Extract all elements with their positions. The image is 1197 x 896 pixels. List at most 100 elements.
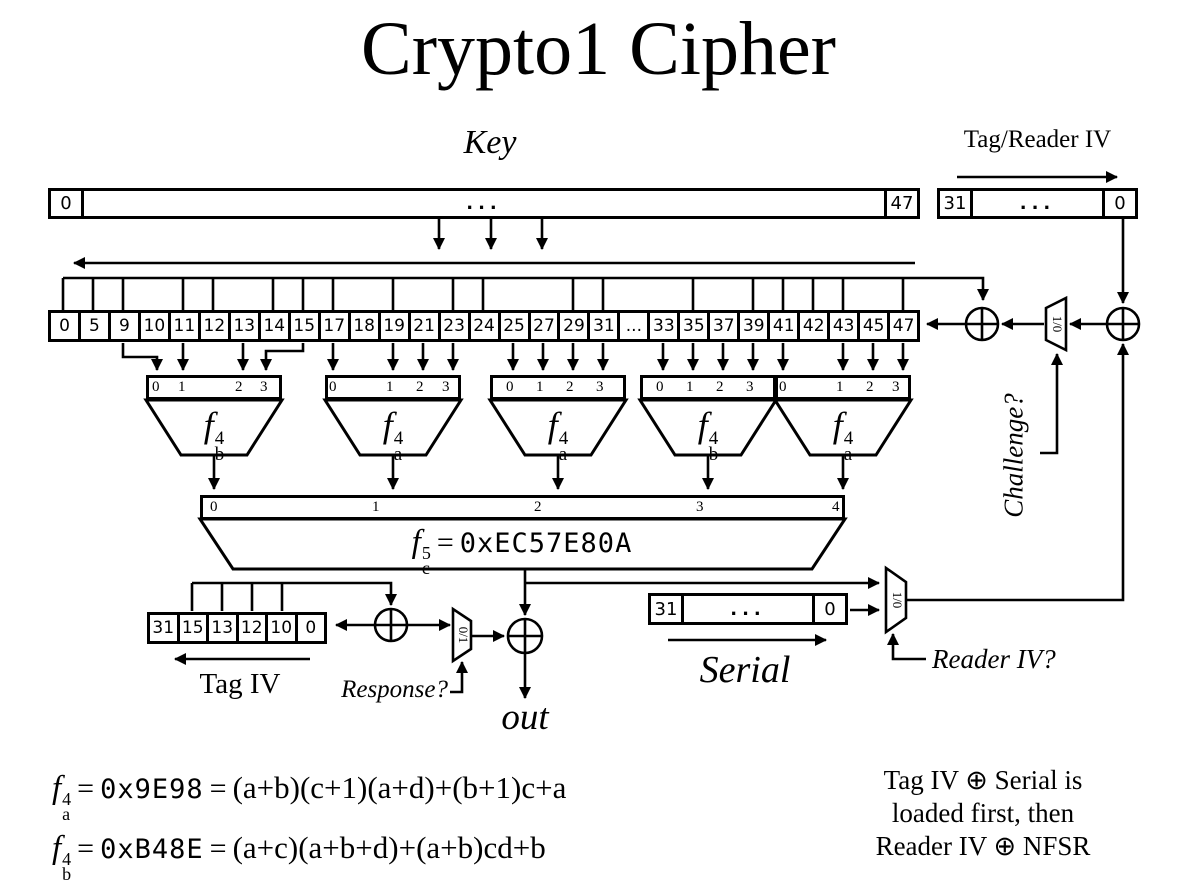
nfsr-cell: 0 xyxy=(59,316,70,336)
challenge-mux-label: 1/0 xyxy=(1050,316,1065,333)
filter-box-3 xyxy=(487,398,629,457)
slot-label: 0 xyxy=(656,379,664,395)
filter-box-4 xyxy=(637,398,779,457)
nfsr-cell: 12 xyxy=(197,313,228,339)
serial-label: Serial xyxy=(699,649,791,691)
tag-reader-iv-label: Tag/Reader IV xyxy=(963,126,1112,153)
tagiv-tap-bus xyxy=(192,581,397,606)
fc-hex-value: 0xEC57E80A xyxy=(459,528,633,559)
tap-bus xyxy=(63,276,989,301)
note-line-1: Tag IV ⊕ Serial is xyxy=(883,765,1083,795)
key-and-iv-wires xyxy=(433,171,1129,304)
feedback-xor-gate-icon xyxy=(964,306,1000,342)
serial-cell-31: 31 xyxy=(651,596,684,622)
slot-label: 3 xyxy=(746,379,754,395)
nfsr-cell: 17 xyxy=(317,313,348,339)
slot-label: 1 xyxy=(178,379,186,395)
nfsr-cell: 25 xyxy=(497,313,528,339)
nfsr-cell: 5 xyxy=(77,313,108,339)
fa-expression: (a+b)(c+1)(a+d)+(b+1)c+a xyxy=(232,770,567,805)
slot-label: 4 xyxy=(832,499,840,515)
slot-label: 3 xyxy=(260,379,268,395)
fa-hex-value: 0x9E98 xyxy=(100,774,204,805)
nfsr-cell: 37 xyxy=(707,313,737,339)
serial-cell-middle: ... xyxy=(730,598,766,620)
nfsr-cell: 47 xyxy=(887,313,917,339)
nfsr-cell: 35 xyxy=(677,313,707,339)
fc-wires xyxy=(208,455,849,490)
slot-label: 0 xyxy=(329,379,337,395)
fc-strip: 0 1 2 3 4 xyxy=(200,495,845,520)
iv-cell-31: 31 xyxy=(940,191,973,216)
nfsr-cell: 41 xyxy=(767,313,797,339)
nfsr-cell: 42 xyxy=(797,313,827,339)
key-cell-middle: ... xyxy=(466,193,502,214)
serial-mux-label: 1/0 xyxy=(890,592,905,609)
slot-label: 2 xyxy=(534,499,542,515)
slot-label: 3 xyxy=(696,499,704,515)
filter-trapezoids xyxy=(143,398,914,457)
slot-label: 2 xyxy=(235,379,243,395)
nfsr-cell: 29 xyxy=(557,313,587,339)
slot-label: 0 xyxy=(506,379,514,395)
reader-iv-select-wire xyxy=(887,633,926,661)
tag-iv-label: Tag IV xyxy=(199,668,281,700)
key-cell-0: 0 xyxy=(51,191,84,216)
slot-label: 1 xyxy=(686,379,694,395)
slot-label: 1 xyxy=(372,499,380,515)
nfsr-cell: 11 xyxy=(167,313,198,339)
fb-expression: (a+c)(a+b+d)+(a+b)cd+b xyxy=(232,830,546,865)
slot-label: 2 xyxy=(866,379,874,395)
serial-mux-return-wire xyxy=(907,343,1129,602)
slot-label: 2 xyxy=(716,379,724,395)
slot-label: 0 xyxy=(210,499,218,515)
filter-strip-4: 0 1 2 3 xyxy=(640,375,776,400)
response-label: Response? xyxy=(341,676,448,703)
note-line-3: Reader IV ⊕ NFSR xyxy=(875,831,1091,861)
tag-iv-cell: 12 xyxy=(235,615,266,641)
slot-label: 1 xyxy=(536,379,544,395)
nfsr-feedback-wires xyxy=(61,257,1129,602)
filter-box-5 xyxy=(772,398,914,457)
page-title: Crypto1 Cipher xyxy=(361,7,836,91)
nfsr-cell: 31 xyxy=(587,313,617,339)
note-line-2: loaded first, then xyxy=(891,798,1075,828)
nfsr-cell: 18 xyxy=(347,313,378,339)
serial-cell-0: 0 xyxy=(812,596,845,622)
tag-iv-cell: 13 xyxy=(206,615,236,641)
key-label: Key xyxy=(463,124,517,161)
tag-iv-cell: 10 xyxy=(265,615,295,641)
nfsr-cell: 14 xyxy=(257,313,288,339)
serial-register: 31 ... 0 xyxy=(648,593,848,625)
nfsr-cell: 10 xyxy=(137,313,168,339)
slot-label: 0 xyxy=(779,379,787,395)
out-xor-gate-icon xyxy=(506,617,544,655)
slot-label: 3 xyxy=(892,379,900,395)
iv-xor-gate-icon xyxy=(1105,306,1141,342)
filter-box-1 xyxy=(143,398,285,457)
tag-iv-cell: 15 xyxy=(176,615,207,641)
slot-label: 2 xyxy=(416,379,424,395)
nfsr-cell: 13 xyxy=(227,313,258,339)
slot-label: 3 xyxy=(442,379,450,395)
nfsr-cell: 23 xyxy=(437,313,468,339)
key-cell-47: 47 xyxy=(884,191,917,216)
key-register: 0 ... 47 xyxy=(48,188,920,219)
mux-gates: 1/0 1/0 0/1 xyxy=(451,295,1068,664)
response-mux-icon xyxy=(451,606,473,664)
fb-hex-value: 0xB48E xyxy=(100,834,204,865)
